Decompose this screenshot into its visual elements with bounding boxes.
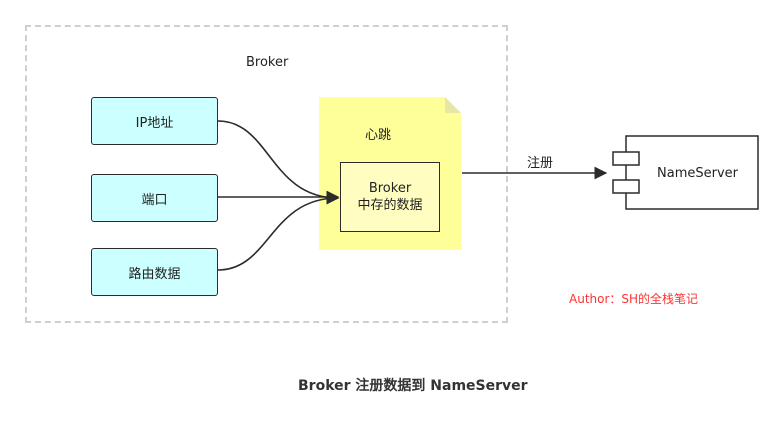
- nameserver-component: [612, 135, 759, 210]
- node-port-label: 端口: [141, 192, 168, 208]
- node-route-data: 路由数据: [91, 248, 218, 296]
- heartbeat-title: 心跳: [365, 128, 392, 143]
- stored-data-line2: 中存的数据: [357, 198, 423, 213]
- stored-data-line1: Broker: [368, 181, 412, 196]
- register-label: 注册: [527, 156, 554, 171]
- component-port-bottom: [612, 179, 640, 194]
- node-ip-address-label: IP地址: [135, 115, 174, 131]
- broker-container: [25, 25, 508, 323]
- edge-ip-to-data: [217, 120, 340, 205]
- author-note: Author：SH的全栈笔记: [569, 292, 699, 306]
- node-port: 端口: [91, 174, 218, 222]
- diagram-caption: Broker 注册数据到 NameServer: [298, 378, 528, 394]
- nameserver-label: NameServer: [657, 166, 738, 181]
- node-ip-address: IP地址: [91, 97, 218, 145]
- node-route-data-label: 路由数据: [128, 266, 181, 282]
- broker-stored-data-box: Broker 中存的数据: [340, 162, 440, 232]
- edge-route-to-data: [217, 191, 340, 271]
- note-fold: [445, 97, 461, 113]
- broker-title: Broker: [246, 55, 289, 70]
- component-port-top: [612, 151, 640, 166]
